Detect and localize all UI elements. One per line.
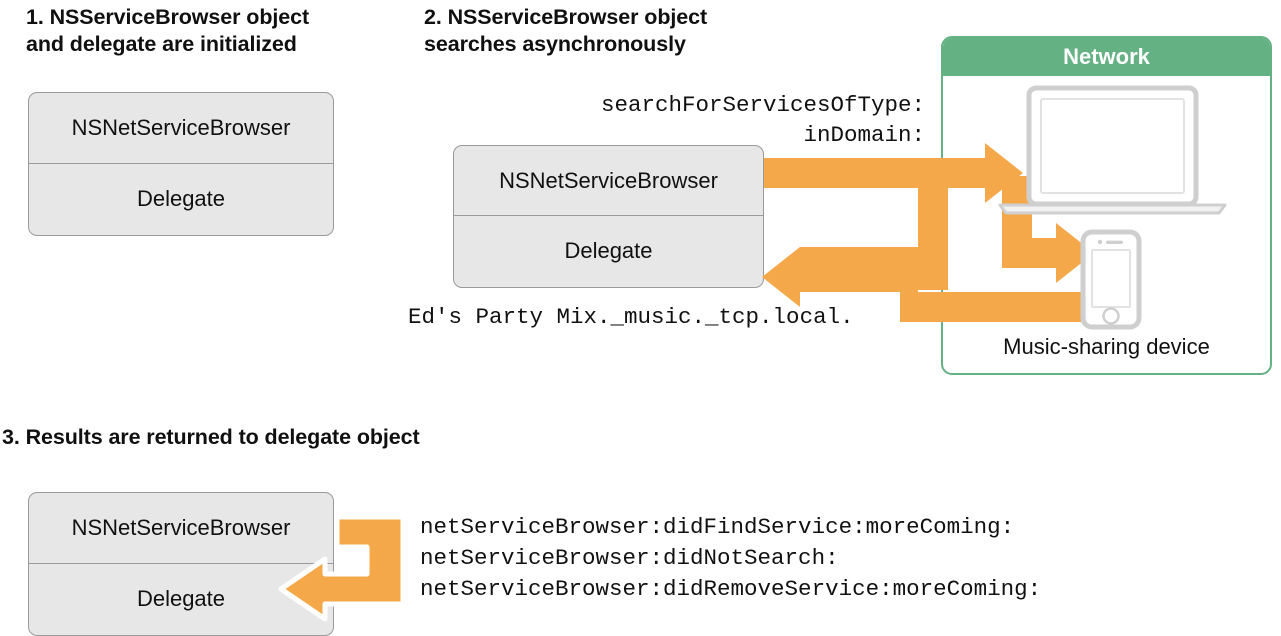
step-1-delegate-cell: Delegate (136, 186, 226, 211)
network-panel-title: Network (943, 38, 1270, 76)
step-2-delegate-cell: Delegate (564, 238, 653, 263)
step-3-heading: 3. Results are returned to delegate obje… (2, 425, 420, 449)
step-1-heading: 1. NSServiceBrowser object and delegate … (26, 5, 309, 56)
step-2-request-code: searchForServicesOfType: inDomain: (600, 92, 925, 148)
step-1-object-box: NSNetServiceBrowser Delegate (28, 92, 334, 236)
step-3-callback-2: netServiceBrowser:didNotSearch: (420, 545, 839, 571)
network-panel: Network (941, 36, 1272, 375)
step-3-object-box: NSNetServiceBrowser Delegate (28, 492, 334, 636)
step-2-result-code: Ed's Party Mix._music._tcp.local. (408, 304, 854, 330)
arrow-left-icon (762, 188, 948, 307)
step-3-callback-3: netServiceBrowser:didRemoveService:moreC… (420, 576, 1042, 602)
step-2-browser-cell: NSNetServiceBrowser (454, 146, 763, 216)
step-2-object-box: NSNetServiceBrowser Delegate (453, 145, 764, 288)
step-3-browser-cell: NSNetServiceBrowser (29, 493, 333, 564)
step-3-callback-1: netServiceBrowser:didFindService:moreCom… (420, 514, 1015, 540)
step-3-delegate-cell: Delegate (136, 586, 226, 611)
step-1-browser-cell: NSNetServiceBrowser (29, 93, 333, 164)
step-2-heading: 2. NSServiceBrowser object searches asyn… (424, 5, 707, 56)
network-device-caption: Music-sharing device (1003, 334, 1210, 359)
